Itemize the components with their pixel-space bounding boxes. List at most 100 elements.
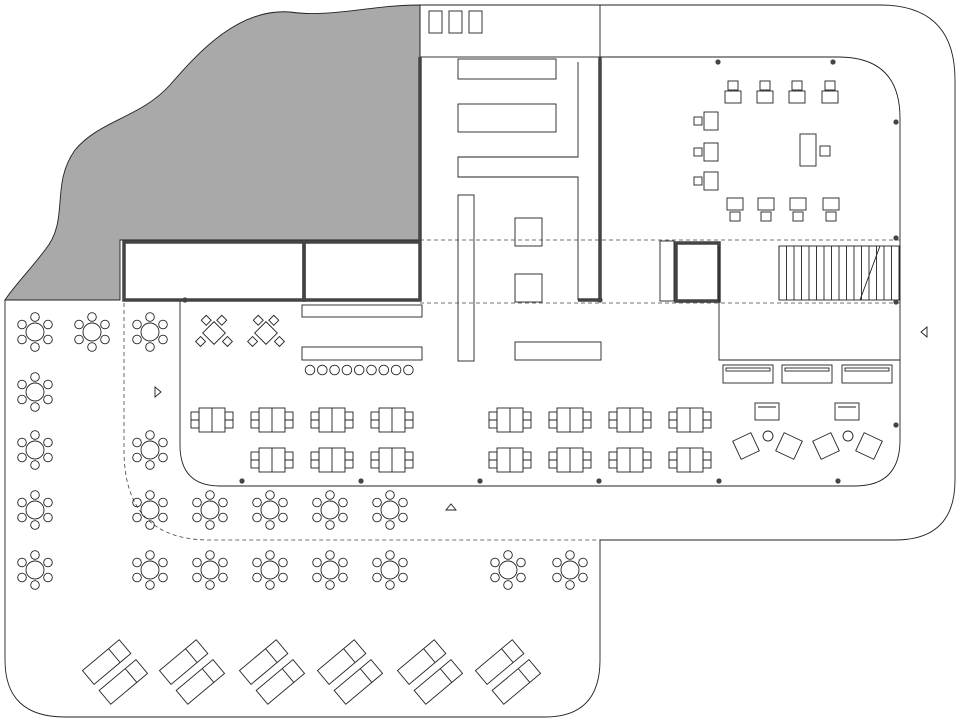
structural-column xyxy=(597,297,603,303)
hatched-landscape-area xyxy=(4,4,421,301)
table-4 xyxy=(370,447,414,473)
bar-shelf xyxy=(301,304,423,318)
round-table-6 xyxy=(132,430,168,470)
table-4 xyxy=(608,407,652,433)
round-table-6 xyxy=(17,550,53,590)
kitchen-counter xyxy=(457,103,557,133)
kitchen-island xyxy=(514,273,543,303)
direction-marker-icon xyxy=(445,503,457,511)
round-table-6 xyxy=(132,550,168,590)
pdr-table xyxy=(693,142,719,162)
structural-column xyxy=(358,478,364,484)
pdr-table xyxy=(693,171,719,191)
pdr-table xyxy=(724,80,742,104)
sun-lounger-pair xyxy=(81,639,149,705)
bar-stool xyxy=(353,364,365,376)
kitchen-counter xyxy=(457,58,557,80)
kitchen-counter xyxy=(514,341,602,361)
bar-stool xyxy=(366,364,377,376)
table-4 xyxy=(608,447,652,473)
storage-room xyxy=(122,240,306,302)
round-table-6 xyxy=(74,312,110,352)
sofa xyxy=(722,364,774,384)
table-4 xyxy=(250,447,294,473)
structural-column xyxy=(893,422,899,428)
table-4 xyxy=(548,407,592,433)
service-unit xyxy=(468,10,483,34)
bar-stool xyxy=(341,364,353,376)
bar-stool xyxy=(304,364,316,376)
structural-column xyxy=(893,119,899,125)
coffee-table xyxy=(834,402,860,421)
structural-column xyxy=(835,478,841,484)
sofa xyxy=(784,367,830,372)
structural-column xyxy=(182,297,188,303)
round-table-6 xyxy=(312,550,348,590)
structural-column xyxy=(715,59,721,65)
round-table-6 xyxy=(17,312,53,352)
bar-stool xyxy=(403,364,414,376)
round-table-6 xyxy=(17,490,53,530)
service-strip xyxy=(419,4,601,58)
structural-column xyxy=(716,478,722,484)
lounge-armchairs xyxy=(732,430,883,460)
table-4 xyxy=(488,447,532,473)
pdr-table xyxy=(726,197,744,222)
sun-lounger-pair xyxy=(238,639,306,705)
kitchen-counter xyxy=(457,62,579,300)
round-table-6 xyxy=(132,490,168,530)
service-unit xyxy=(448,10,463,34)
structural-column xyxy=(830,59,836,65)
table-4 xyxy=(370,407,414,433)
kitchen-wall xyxy=(578,57,602,302)
round-table-6 xyxy=(372,490,408,530)
storage-room xyxy=(302,240,422,302)
staircase xyxy=(778,245,901,301)
round-table-6 xyxy=(192,550,228,590)
stair-landing xyxy=(718,246,900,361)
table-4 xyxy=(488,407,532,433)
bar-stool xyxy=(329,364,340,376)
round-table-6 xyxy=(192,490,228,530)
pdr-table xyxy=(757,197,775,222)
bar-stool xyxy=(378,364,390,376)
pdr-table xyxy=(789,197,807,222)
round-table-6 xyxy=(372,550,408,590)
sun-lounger-pair xyxy=(396,639,464,705)
meeting-table xyxy=(799,133,817,167)
lift-door xyxy=(659,240,675,302)
round-table-6 xyxy=(252,490,288,530)
kitchen-island xyxy=(514,217,543,247)
table-4 xyxy=(668,407,712,433)
table-4-diagonal xyxy=(194,314,234,348)
pdr-table xyxy=(756,80,774,104)
table-4-diagonal xyxy=(246,314,286,348)
round-table-6 xyxy=(17,372,53,412)
lift-shaft xyxy=(674,241,721,303)
round-table-6 xyxy=(132,312,168,352)
table-4 xyxy=(668,447,712,473)
service-unit xyxy=(428,10,443,34)
round-table-6 xyxy=(490,550,526,590)
table-4 xyxy=(310,407,354,433)
sofa xyxy=(844,367,890,372)
round-table-6 xyxy=(552,550,588,590)
bar-stool xyxy=(390,364,402,376)
bar-stool xyxy=(317,364,328,376)
table-4 xyxy=(310,447,354,473)
terrace-route-line xyxy=(123,303,600,541)
coffee-table xyxy=(754,402,780,421)
pdr-table xyxy=(788,80,806,104)
direction-marker-icon xyxy=(154,386,162,398)
kitchen-counter xyxy=(457,194,475,362)
sun-lounger-pair xyxy=(474,639,542,705)
structural-column xyxy=(596,478,602,484)
structural-column xyxy=(893,299,899,305)
structural-column xyxy=(477,478,483,484)
table-4 xyxy=(190,407,234,433)
sun-lounger-pair xyxy=(316,639,384,705)
table-4 xyxy=(250,407,294,433)
structural-column xyxy=(893,235,899,241)
direction-marker-icon xyxy=(920,326,928,338)
